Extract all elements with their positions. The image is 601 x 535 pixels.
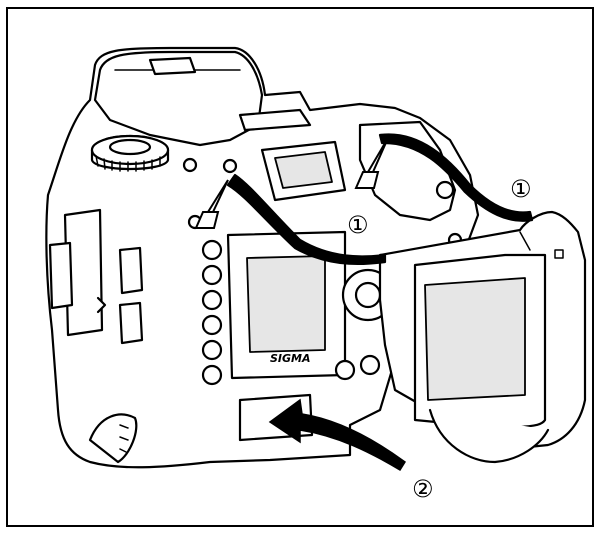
hot-shoe [148,56,197,76]
left-terminal-covers [48,208,144,345]
hook-strap-right [378,133,534,222]
step-1-center-callout: ① [347,211,369,239]
step-2-callout: ② [412,475,434,503]
lcd-cover [378,210,587,464]
brand-label: SIGMA [270,352,311,365]
step-1-top-right-callout: ① [510,175,532,203]
push-arrows [194,137,389,229]
hook-strap-left [226,173,387,266]
lcd-side-buttons [187,214,223,386]
down-arrow-left-icon [194,179,229,229]
viewfinder [260,140,347,202]
mode-dial [90,134,170,172]
down-arrow-right-icon [354,137,389,189]
insert-arrow-icon [268,398,407,472]
